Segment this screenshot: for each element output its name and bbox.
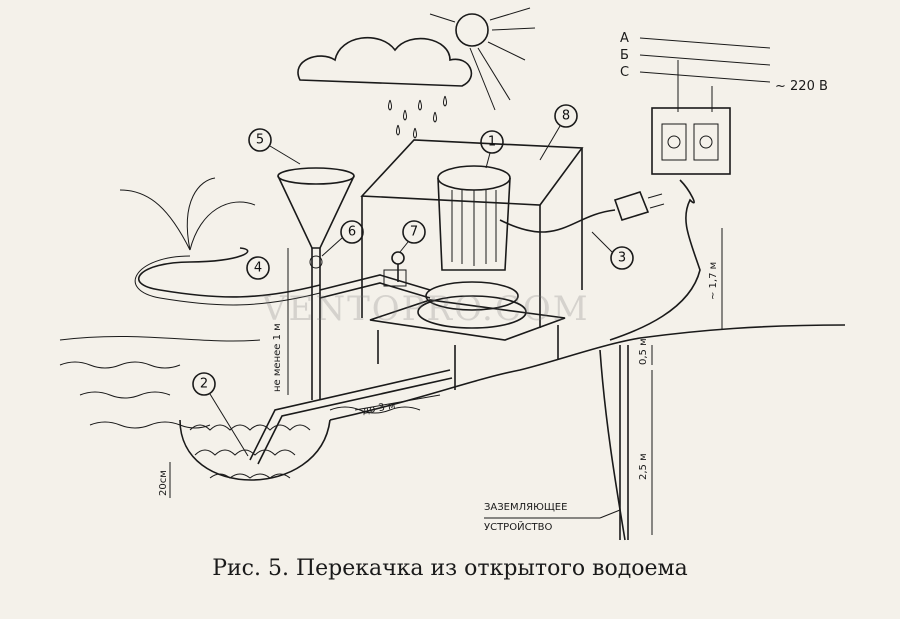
callout-6: 6 <box>321 220 364 257</box>
ground-trench <box>599 349 626 541</box>
dim-height-min: не менее 1 м <box>272 323 283 392</box>
plug-icon <box>499 179 701 341</box>
power-lines: A Б С ~ 220 В <box>620 31 828 112</box>
stone-filter-pit <box>179 369 453 481</box>
callout-5: 5 <box>248 128 301 165</box>
dim-stones: 20см <box>158 470 169 496</box>
rain-icon <box>388 95 447 139</box>
vertical-pipe <box>309 248 323 400</box>
valve-icon <box>319 251 431 299</box>
callout-1: 1 <box>480 130 504 169</box>
callout-4: 4 <box>246 256 270 280</box>
dim-rod: 2,5 м <box>638 453 649 480</box>
funnel-icon <box>277 167 355 249</box>
sun-icon <box>429 7 536 111</box>
voltage-label: ~ 220 В <box>775 79 828 94</box>
callout-7: 7 <box>399 220 426 253</box>
ground-rod <box>619 345 629 540</box>
dim-pole: ~ 1,7 м <box>708 262 719 300</box>
dimension-lines <box>169 228 723 535</box>
svg-text:6: 6 <box>348 225 356 240</box>
dim-distance: до 3 м <box>362 400 397 417</box>
pump-motor <box>417 165 527 329</box>
grounding-label-line2: УСТРОЙСТВО <box>484 520 553 533</box>
socket-icon <box>651 107 731 175</box>
callout-8: 8 <box>539 104 578 161</box>
svg-text:2: 2 <box>200 377 208 392</box>
phase-a-label: A <box>620 31 629 46</box>
pump-diagram: A Б С ~ 220 В <box>59 7 846 541</box>
water-body <box>59 335 421 429</box>
hose <box>137 247 321 298</box>
svg-text:8: 8 <box>562 109 570 124</box>
callout-2: 2 <box>192 372 249 457</box>
svg-text:7: 7 <box>410 225 418 240</box>
figure-caption: Рис. 5. Перекачка из открытого водоема <box>212 556 688 581</box>
ground-surface <box>329 324 846 421</box>
dim-ground-depth: 0,5 м <box>638 338 649 365</box>
table-stand <box>360 139 584 390</box>
svg-text:4: 4 <box>254 261 262 276</box>
svg-text:3: 3 <box>618 251 626 266</box>
svg-text:1: 1 <box>488 135 496 150</box>
cloud-icon <box>297 36 473 87</box>
phase-b-label: Б <box>620 48 629 63</box>
phase-c-label: С <box>620 65 629 80</box>
watermark: VENTOPRO.COM <box>261 289 590 329</box>
spray-icon <box>119 177 256 251</box>
callout-3: 3 <box>591 231 634 270</box>
grounding-label-line1: ЗАЗЕМЛЯЮЩЕЕ <box>484 502 567 513</box>
svg-text:5: 5 <box>256 133 264 148</box>
